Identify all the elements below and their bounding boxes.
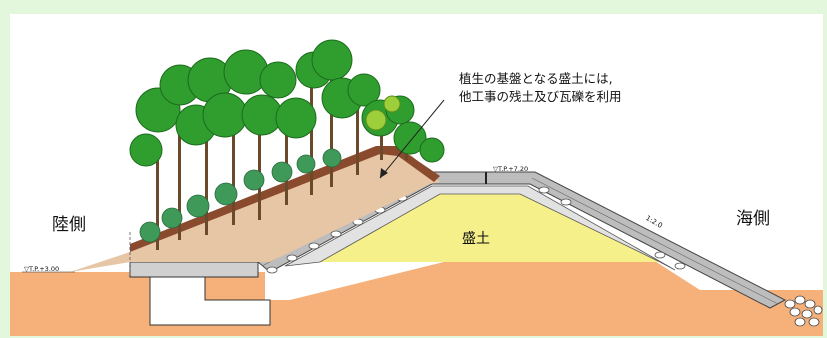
level-label-crest: ▽T.P.+7.20 — [493, 165, 529, 173]
planting-mound — [70, 152, 440, 272]
concrete-armour — [257, 171, 787, 309]
toe-stones — [784, 295, 823, 327]
callout-leader — [379, 99, 445, 179]
land-side-label: 陸側 — [52, 215, 86, 235]
callout-line-1: 植生の基盤となる盛土には, — [459, 71, 613, 86]
armour-line — [531, 177, 779, 305]
embankment-fill — [320, 194, 660, 262]
forest — [129, 39, 445, 250]
sea-side-label: 海側 — [736, 209, 770, 229]
callout-arrowhead — [380, 168, 388, 178]
callout-line-2: 他工事の残土及び瓦礫を利用 — [459, 89, 622, 104]
filter-layer — [284, 185, 676, 271]
level-label-left: ▽T.P.+3.00 — [24, 265, 60, 273]
topsoil-layer — [130, 146, 440, 252]
embankment-label: 盛土 — [462, 231, 490, 247]
foundation-top — [129, 261, 259, 278]
